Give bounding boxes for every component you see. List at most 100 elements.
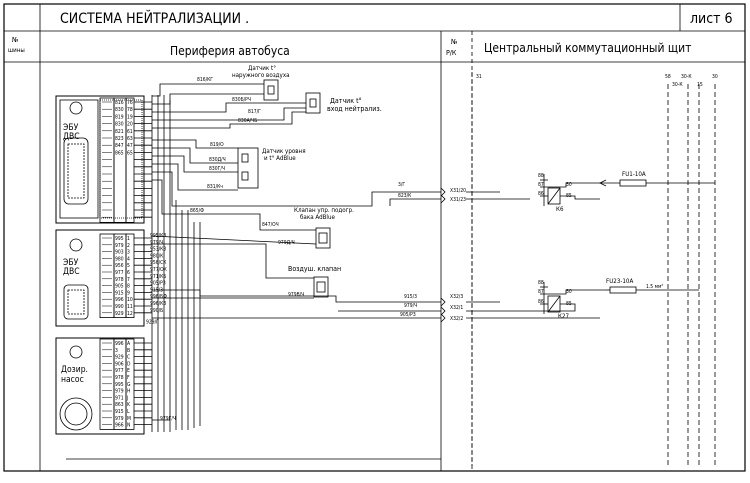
ecu2-wire-no: 980 <box>115 256 124 262</box>
ecu1-wire-no: 830 <box>115 107 124 113</box>
heater-valve-label-2: бака AdBlue <box>300 213 336 221</box>
ecu1-label-1: ЭБУ <box>63 123 79 133</box>
pump-pin-no: G <box>127 382 131 388</box>
pump-wire-no: 971 <box>115 395 124 401</box>
ecu2-wire-label: 979/Ч <box>150 240 163 246</box>
wire-830a-label: 830А/ЧБ <box>238 118 257 124</box>
connector-x32-2: X32/2 <box>450 316 463 322</box>
ecu2-pin-no: 9 <box>127 290 130 296</box>
k6-pin-85: 85 <box>566 193 572 199</box>
wire-830b-label: 830Б/РЧ <box>232 97 251 103</box>
ecu2-wire-label: 980/К <box>150 253 164 259</box>
pump-pin-no: M <box>127 416 131 422</box>
relay-k6: 88 87 86 30 85 К6 FU1-10A <box>466 171 715 213</box>
ecu2-wire-no: 915 <box>115 290 124 296</box>
pump-pin-no: E <box>127 368 130 374</box>
ecu2-pin-no: 6 <box>127 270 130 276</box>
k27-pin-86: 86 <box>538 299 544 305</box>
ecu2-pin-no: 10 <box>127 297 133 303</box>
inlet-temp-sensor: Датчик t° вход нейтрализ. 830Б/РЧ 817/Г … <box>152 92 382 129</box>
pump-wire-no: 978 <box>115 375 124 381</box>
bus-15-label: 15 <box>697 82 703 88</box>
k6-pin-30: 30 <box>566 182 572 188</box>
pump-pin-no: L <box>127 409 130 415</box>
dosing-pump: Дозир. насос <box>55 337 145 435</box>
ecu2-pin-no: 3 <box>127 250 130 256</box>
ecu2-pin-no: 4 <box>127 256 130 262</box>
ecu2-wire-label: 990/Б <box>150 308 163 314</box>
fu23-section-label: 1.5 мм² <box>646 284 663 290</box>
wire-979-label: 979/Ч <box>404 303 417 309</box>
bus-30k-label: 30-К <box>681 74 692 80</box>
k6-pin-88: 88 <box>538 173 544 179</box>
fu23-label: FU23-10A <box>606 278 633 285</box>
air-valve: Воздуш. клапан 979В/Ч <box>152 243 341 299</box>
ecu1-pin-no: 20 <box>127 122 133 128</box>
ecu2-wire-no: 956 <box>115 263 124 269</box>
wire-865-label: 865/Ф <box>190 208 204 214</box>
bus-30-label: 30 <box>712 74 718 80</box>
adblue-level-sensor: Датчик уровня и t° AdBlue 819/О 830Д/Ч 8… <box>152 139 306 191</box>
ecu1-pin-no: 47 <box>127 143 133 149</box>
wire-979v-label: 979В/Ч <box>288 292 304 298</box>
ecu2-pin-no: 11 <box>127 304 133 310</box>
rk-heading-2: Р/К <box>446 49 457 57</box>
ecu2-pin-no: 12 <box>127 311 133 317</box>
wire-817-label: 817/Г <box>248 109 261 115</box>
k6-label: К6 <box>556 206 564 213</box>
ecu2-wire-label: 977/ОК <box>150 267 168 273</box>
wire-819-label: 819/О <box>210 142 224 148</box>
k27-pin-88: 88 <box>538 280 544 286</box>
pump-wire-no: 979 <box>115 416 124 422</box>
wire-823-label: 823/К <box>398 193 412 199</box>
pump-pin-no: K <box>127 402 131 408</box>
ecu1-wire-no: 865 <box>115 150 124 156</box>
bus-58-label: 58 <box>665 74 671 80</box>
ecu1-wire-no: 847 <box>115 143 124 149</box>
inlet-temp-label-2: вход нейтрализ. <box>327 105 382 113</box>
k27-label: К27 <box>558 313 569 320</box>
connector-labels: X31/20 X31/23 X32/3 X32/1 X32/2 <box>440 187 466 323</box>
ecu1-pin-no: 19 <box>127 114 133 120</box>
wire-979g-label: 979Г/Ч <box>160 416 176 422</box>
k6-pin-87: 87 <box>538 182 544 188</box>
ecu2-pin-no: 8 <box>127 284 130 290</box>
pump-wire-no: 995 <box>115 382 124 388</box>
ecu1-wire-no: 816 <box>115 100 124 106</box>
ecu2-wire-no: 995 <box>115 236 124 242</box>
k27-pin-87: 87 <box>538 289 544 295</box>
ecu1-wire-no: 830 <box>115 122 124 128</box>
pump-label-2: насос <box>61 375 84 385</box>
ecu1-wire-no: 821 <box>115 129 124 135</box>
wire-847-label: 847/ОЧ <box>262 222 279 228</box>
pump-wire-no: 979 <box>115 389 124 395</box>
relay-k27: 88 87 86 30 85 К27 FU23-10A 1.5 мм² <box>466 278 699 320</box>
k27-pin-30: 30 <box>566 289 572 295</box>
ecu1-pin-no: 76 <box>127 100 133 106</box>
ecu2-wire-no: 977 <box>115 270 124 276</box>
outside-temp-label-1: Датчик t° <box>248 64 276 72</box>
wire-979d-label: 979Д/Ч <box>278 240 295 246</box>
pump-pin-no: А <box>127 341 131 347</box>
ecu2-label-2: ДВС <box>63 267 80 277</box>
wire-905-label: 905/Р3 <box>400 312 416 318</box>
connector-x31-20: X31/20 <box>450 188 466 194</box>
bus-no-heading-2: шины <box>8 47 25 54</box>
ecu2-wire-no: 979 <box>115 243 124 249</box>
x32-wires: 915/3 979/Ч 905/Р3 979Г/Ч <box>152 289 441 422</box>
outside-temp-label-2: наружного воздуха <box>232 72 290 79</box>
wire-830g-label: 830Г/Ч <box>209 166 225 172</box>
pump-pin-no: С <box>127 355 130 361</box>
ecu1-pin-no: 65 <box>127 150 133 156</box>
ecu2-pin-no: 7 <box>127 277 130 283</box>
wire-915-label: 915/3 <box>404 294 417 300</box>
bus-31-label: 31 <box>476 74 482 80</box>
pump-wire-no: 996 <box>115 341 124 347</box>
ecu2-wire-no: 929 <box>115 311 124 317</box>
outside-temp-sensor: Датчик t° наружного воздуха 816/КГ <box>152 64 290 105</box>
sheet-number: лист 6 <box>690 11 733 27</box>
wire-830d-label: 830Д/Ч <box>209 157 226 163</box>
